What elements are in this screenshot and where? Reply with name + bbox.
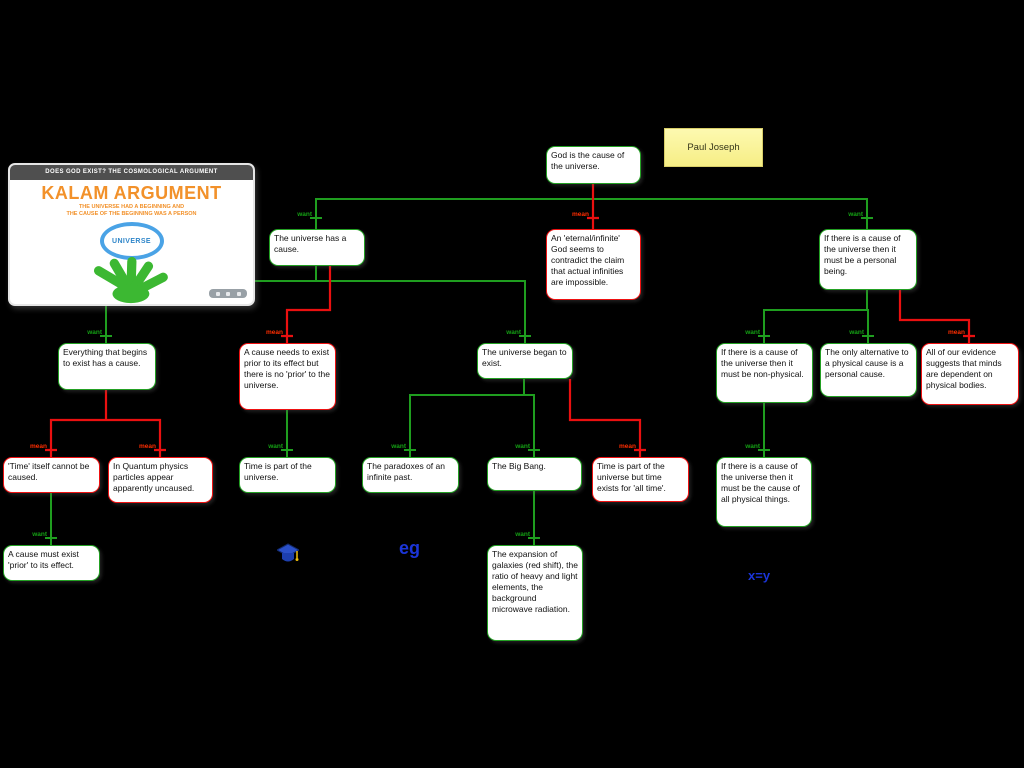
link-label: want — [848, 329, 865, 336]
node-time-cannot-be-caused[interactable]: 'Time' itself cannot be caused. — [3, 457, 100, 493]
video-controls[interactable] — [209, 289, 247, 298]
node-cause-prior-effect[interactable]: A cause must exist 'prior' to its effect… — [3, 545, 100, 581]
node-cause-prior-objection[interactable]: A cause needs to exist prior to its effe… — [239, 343, 336, 410]
link-label: want — [267, 443, 284, 450]
link-label: want — [86, 329, 103, 336]
link-label: want — [514, 443, 531, 450]
node-universe-has-cause[interactable]: The universe has a cause. — [269, 229, 365, 266]
universe-circle-label: UNIVERSE — [112, 237, 151, 245]
universe-circle: UNIVERSE — [99, 222, 164, 260]
node-universe-began[interactable]: The universe began to exist. — [477, 343, 573, 379]
support-connectors — [45, 184, 874, 545]
link-label: mean — [619, 443, 636, 450]
link-label: mean — [572, 211, 589, 218]
video-thumbnail[interactable]: DOES GOD EXIST? THE COSMOLOGICAL ARGUMEN… — [8, 163, 255, 306]
video-subtitle-line2: THE CAUSE OF THE BEGINNING WAS A PERSON — [66, 211, 197, 217]
connector-ticks — [45, 216, 975, 452]
node-big-bang-evidence[interactable]: The expansion of galaxies (red shift), t… — [487, 545, 583, 641]
node-time-part-of-universe[interactable]: Time is part of the universe. — [239, 457, 336, 493]
connector — [49, 390, 162, 457]
link-label: want — [296, 211, 313, 218]
link-label: want — [514, 531, 531, 538]
video-title: KALAM ARGUMENT — [41, 183, 222, 203]
connector — [763, 290, 869, 343]
link-label: want — [744, 443, 761, 450]
equation-text-stamp[interactable]: x=y — [748, 568, 771, 583]
node-quantum-physics[interactable]: In Quantum physics particles appear appa… — [108, 457, 213, 503]
link-label: mean — [139, 443, 156, 450]
node-paradoxes-infinite-past[interactable]: The paradoxes of an infinite past. — [362, 457, 459, 493]
link-label: want — [847, 211, 864, 218]
connector — [105, 266, 526, 343]
link-label: want — [744, 329, 761, 336]
link-label: want — [505, 329, 522, 336]
node-big-bang[interactable]: The Big Bang. — [487, 457, 582, 491]
connector — [315, 198, 868, 229]
link-label: mean — [948, 329, 965, 336]
link-label: mean — [266, 329, 283, 336]
connector — [568, 379, 642, 457]
sticky-note-text: Paul Joseph — [687, 142, 740, 153]
graduation-cap-icon[interactable] — [277, 543, 299, 567]
example-text-stamp[interactable]: eg — [399, 538, 421, 558]
node-only-alternative[interactable]: The only alternative to a physical cause… — [820, 343, 917, 397]
connector-ticks — [45, 217, 874, 539]
node-everything-begins[interactable]: Everything that begins to exist has a ca… — [58, 343, 156, 390]
node-cause-all-physical[interactable]: If there is a cause of the universe then… — [716, 457, 812, 527]
link-label: want — [31, 531, 48, 538]
node-non-physical[interactable]: If there is a cause of the universe then… — [716, 343, 813, 403]
hand-icon — [94, 256, 168, 304]
node-personal-being[interactable]: If there is a cause of the universe then… — [819, 229, 917, 290]
connector — [898, 290, 971, 343]
node-eternal-god-objection[interactable]: An 'eternal/infinite' God seems to contr… — [546, 229, 641, 300]
objection-connectors — [45, 184, 975, 457]
link-label: want — [390, 443, 407, 450]
node-minds-dependent-objection[interactable]: All of our evidence suggests that minds … — [921, 343, 1019, 405]
connector — [285, 266, 332, 343]
node-time-all-time-objection[interactable]: Time is part of the universe but time ex… — [592, 457, 689, 502]
connector — [409, 379, 535, 457]
node-god-cause[interactable]: God is the cause of the universe. — [546, 146, 641, 184]
sticky-note[interactable]: Paul Joseph — [664, 128, 763, 167]
video-subtitle-line1: THE UNIVERSE HAD A BEGINNING AND — [78, 204, 185, 210]
video-header-text: DOES GOD EXIST? THE COSMOLOGICAL ARGUMEN… — [10, 165, 253, 180]
link-label: mean — [30, 443, 47, 450]
